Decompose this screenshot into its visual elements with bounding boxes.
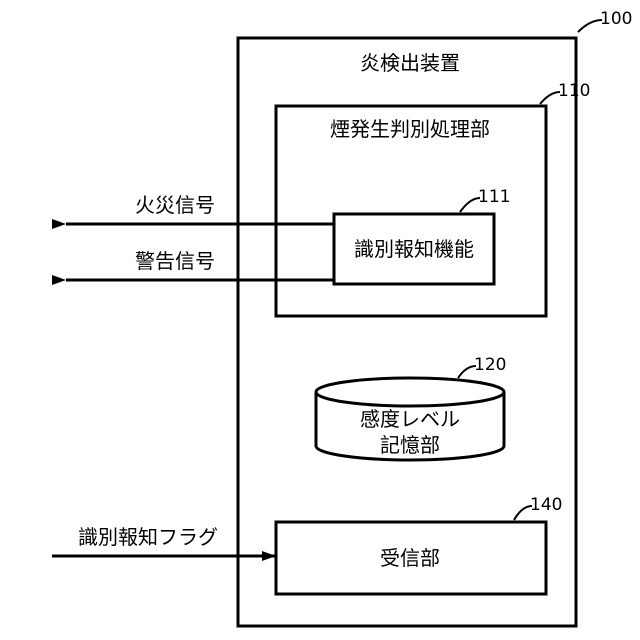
id-function-ref-leader: [460, 198, 480, 212]
id-function-title: 識別報知機能: [354, 237, 474, 261]
device-title: 炎検出装置: [360, 51, 460, 75]
storage-label-line1: 感度レベル: [360, 407, 460, 431]
receiver-ref: 140: [530, 495, 562, 515]
warning-signal-label: 警告信号: [135, 249, 215, 273]
smoke-unit-title: 煙発生判別処理部: [330, 117, 490, 141]
device-ref: 100: [600, 9, 632, 29]
smoke-unit-ref: 110: [558, 81, 590, 101]
storage-ref: 120: [474, 355, 506, 375]
storage-label-line2: 記憶部: [380, 433, 440, 457]
fire-signal-label: 火災信号: [135, 193, 215, 217]
receiver-title: 受信部: [380, 546, 440, 570]
id-flag-label: 識別報知フラグ: [78, 525, 218, 549]
device-ref-leader: [578, 20, 602, 32]
smoke-unit-ref-leader: [540, 92, 560, 104]
id-function-ref: 111: [478, 187, 510, 207]
